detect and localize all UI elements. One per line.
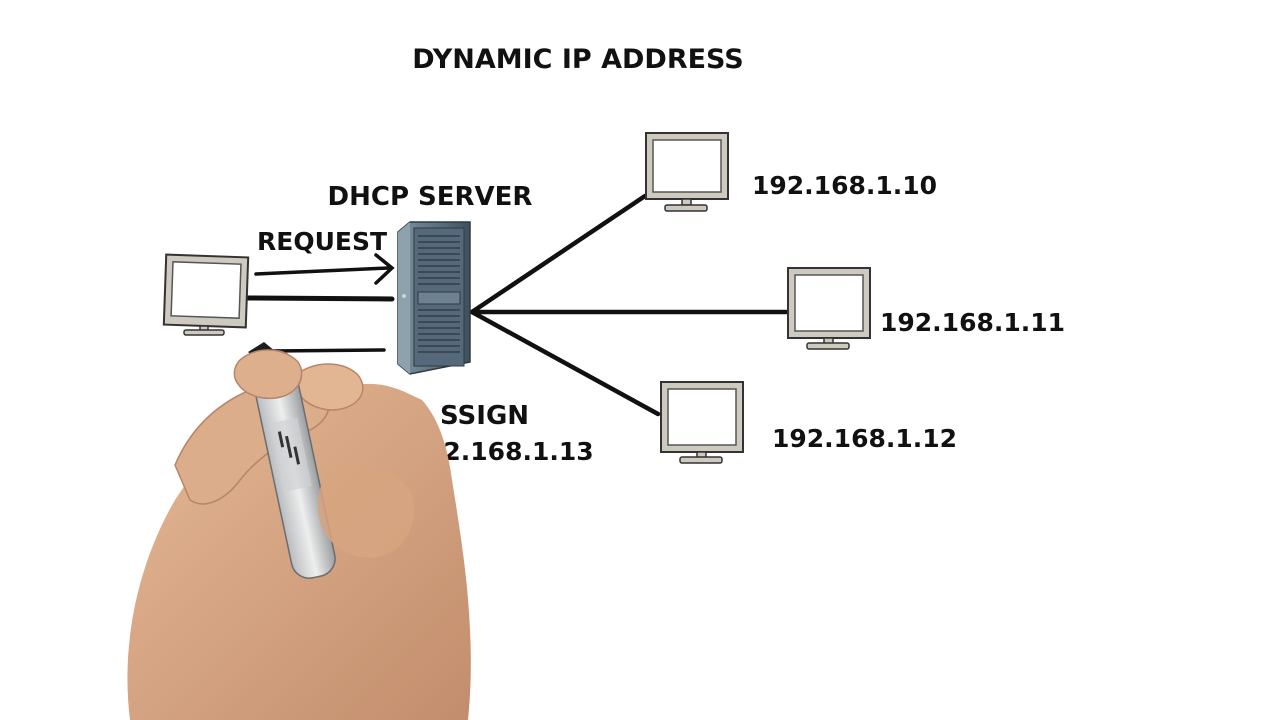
- request-label: REQUEST: [257, 227, 387, 256]
- host-3-ip-label: 192.168.1.12: [772, 424, 957, 453]
- assign-label: SSIGN: [440, 401, 529, 431]
- host-1-ip-label: 192.168.1.10: [752, 171, 937, 200]
- host-2-ip-label: 192.168.1.11: [880, 308, 1065, 337]
- server-to-hosts-links: [469, 193, 789, 417]
- request-arrow-line: [254, 266, 390, 276]
- request-arrow-head: [374, 253, 395, 285]
- client-server-link: [243, 295, 395, 302]
- client-to-server-links: [243, 253, 395, 353]
- server-label: DHCP SERVER: [328, 182, 533, 212]
- host-3-monitor-icon: [660, 381, 744, 464]
- assigned-ip-label: 92.168.1.13: [426, 437, 594, 466]
- assign-arrow-line: [268, 348, 386, 353]
- host-1-monitor-icon: [645, 132, 729, 212]
- client-monitor-icon: [162, 253, 250, 336]
- server-tower-icon: [397, 221, 471, 375]
- link-host-1: [469, 193, 648, 315]
- hand-holding-marker-icon: [127, 342, 471, 720]
- host-2-monitor-icon: [787, 267, 871, 350]
- link-host-3: [469, 309, 661, 417]
- diagram-title: DYNAMIC IP ADDRESS: [412, 44, 744, 75]
